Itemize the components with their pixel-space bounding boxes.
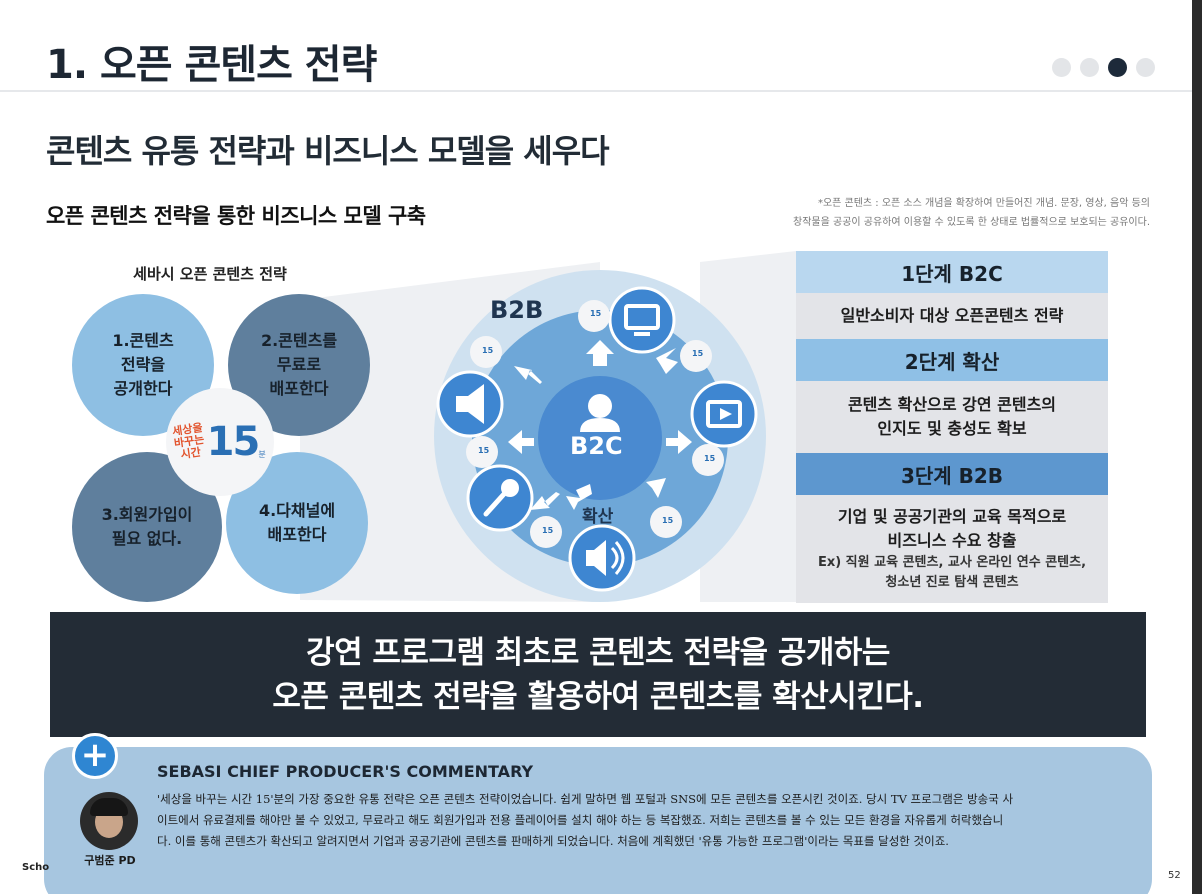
badge-number: 15 — [482, 346, 493, 355]
video-player-icon — [692, 382, 756, 446]
banner-line-1: 강연 프로그램 최초로 콘텐츠 전략을 공개하는 — [306, 631, 890, 675]
logo-number: 15 — [207, 419, 259, 465]
b2b-label: B2B — [490, 296, 543, 324]
stage-3-body: 기업 및 공공기관의 교육 목적으로 비즈니스 수요 창출 Ex) 직원 교육 … — [796, 495, 1108, 603]
monitor-icon — [610, 288, 674, 352]
stage-3-title: 3단계 B2B — [796, 453, 1108, 495]
strategy-4-line-1: 4.다채널에 — [259, 499, 335, 523]
key-message-banner: 강연 프로그램 최초로 콘텐츠 전략을 공개하는 오픈 콘텐츠 전략을 활용하여… — [50, 612, 1146, 737]
strategy-1-line-2: 전략을 — [112, 353, 173, 377]
logo-text: 세상을 바꾸는 시간 — [172, 422, 207, 462]
badge-number: 15 — [692, 349, 703, 358]
strategy-2-line-1: 2.콘텐츠를 — [261, 329, 337, 353]
badge-number: 15 — [478, 446, 489, 455]
strategy-2-line-2: 무료로 — [261, 353, 337, 377]
strategy-1-line-3: 공개한다 — [112, 377, 173, 401]
commentary-title: SEBASI CHIEF PRODUCER'S COMMENTARY — [157, 762, 533, 781]
strategy-2-line-3: 배포한다 — [261, 377, 337, 401]
logo-text-line-3: 시간 — [175, 446, 207, 462]
badge-number: 15 — [704, 454, 715, 463]
footer-text: Scho — [22, 862, 49, 873]
stage-2-body: 콘텐츠 확산으로 강연 콘텐츠의 인지도 및 충성도 확보 — [796, 381, 1108, 453]
strategy-3-line-1: 3.회원가입이 — [102, 503, 193, 527]
strategy-1-line-1: 1.콘텐츠 — [112, 329, 173, 353]
page-number: 52 — [1168, 870, 1181, 881]
stage-3-body-line-2: 비즈니스 수요 창출 — [888, 529, 1017, 553]
badge-number: 15 — [542, 526, 553, 535]
strategy-title: 세바시 오픈 콘텐츠 전략 — [60, 263, 360, 284]
sebasi-logo: 세상을 바꾸는 시간 15 분 — [166, 388, 274, 496]
speaker-icon — [570, 526, 634, 590]
avatar — [80, 792, 138, 850]
stage-1-body: 일반소비자 대상 오픈콘텐츠 전략 — [796, 293, 1108, 339]
stage-3-example-line-2: 청소년 진로 탐색 콘텐츠 — [885, 573, 1018, 593]
badge-number: 15 — [662, 516, 673, 525]
microphone-icon — [468, 466, 532, 530]
logo-unit: 분 — [258, 449, 265, 460]
stage-3-example-line-1: Ex) 직원 교육 콘텐츠, 교사 온라인 연수 콘텐츠, — [818, 553, 1086, 573]
b2c-label: B2C — [570, 432, 623, 460]
spread-label: 확산 — [582, 502, 613, 527]
badge-number: 15 — [590, 309, 601, 318]
window-edge — [1192, 0, 1202, 894]
stage-1-title: 1단계 B2C — [796, 251, 1108, 293]
avatar-hair — [90, 798, 128, 816]
commentary-text: '세상을 바꾸는 시간 15'분의 가장 중요한 유통 전략은 오픈 콘텐츠 전… — [157, 789, 1125, 852]
stage-2-body-line-2: 인지도 및 충성도 확보 — [877, 417, 1026, 441]
stage-1-body-line-1: 일반소비자 대상 오픈콘텐츠 전략 — [841, 304, 1064, 328]
commentary-line-3: 다. 이를 통해 콘텐츠가 확산되고 알려지면서 기업과 공공기관에 콘텐츠를 … — [157, 831, 1125, 852]
stage-2-body-line-1: 콘텐츠 확산으로 강연 콘텐츠의 — [848, 393, 1056, 417]
author-name: 구범준 PD — [78, 852, 142, 868]
plus-icon[interactable]: + — [72, 733, 118, 779]
strategy-3-line-2: 필요 없다. — [102, 527, 193, 551]
stage-2-title: 2단계 확산 — [796, 339, 1108, 381]
megaphone-icon — [438, 372, 502, 436]
banner-line-2: 오픈 콘텐츠 전략을 활용하여 콘텐츠를 확산시킨다. — [272, 675, 923, 719]
stage-3-body-line-1: 기업 및 공공기관의 교육 목적으로 — [838, 505, 1066, 529]
commentary-line-1: '세상을 바꾸는 시간 15'분의 가장 중요한 유통 전략은 오픈 콘텐츠 전… — [157, 789, 1125, 810]
commentary-line-2: 이트에서 유료결제를 해야만 볼 수 있었고, 무료라고 해도 회원가입과 전용… — [157, 810, 1125, 831]
strategy-4-line-2: 배포한다 — [259, 523, 335, 547]
